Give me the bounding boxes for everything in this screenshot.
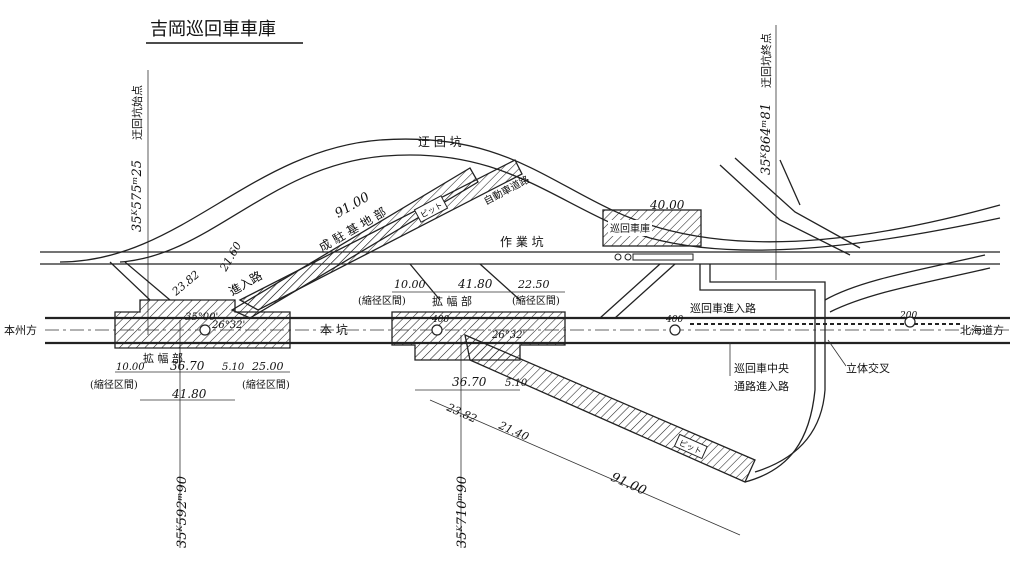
dimline-diag-bottom xyxy=(429,399,741,536)
transition-left-1: (縮径区間) xyxy=(90,378,138,391)
widening-left-label: 拡 幅 部 xyxy=(143,351,183,365)
dim-91-bottom: 91.00 xyxy=(608,470,648,499)
link-right-a xyxy=(599,263,661,319)
garage-wheel-1 xyxy=(614,253,622,261)
chainage-400: 400 xyxy=(665,315,683,325)
chainage-400b: 400 xyxy=(431,315,449,325)
dim-21-top: 21.60 xyxy=(217,240,245,275)
bypass-tunnel-inner xyxy=(119,154,1001,263)
main-tunnel-label: 本 坑 xyxy=(320,322,348,337)
station-note-left: 迂回坑始点 xyxy=(130,85,144,140)
shaft-circle-left xyxy=(199,324,211,336)
station-label-left: 35ᴷ575ᵐ25 xyxy=(130,160,145,232)
patrol-garage-label-bg xyxy=(608,220,652,236)
grade-cross-link xyxy=(824,254,986,301)
chainage-200: 200 xyxy=(899,311,917,321)
dim-23-top: 23.82 xyxy=(169,268,202,299)
dim-5-left: 5.10 xyxy=(222,362,245,373)
dim-21-bottom: 21.40 xyxy=(496,418,531,443)
dim-36-center: 36.70 xyxy=(452,375,487,389)
connector-to-bypass-c xyxy=(779,159,801,206)
station-label-bottom-left: 35ᴷ592ᵐ90 xyxy=(175,476,190,548)
lower-approach-band xyxy=(464,333,756,483)
west-direction: 本州方 xyxy=(4,323,37,337)
grade-cross-label: 立体交叉 xyxy=(846,361,890,375)
central-approach-line2: 通路進入路 xyxy=(734,380,789,393)
garage-wheel-2 xyxy=(624,253,632,261)
dim-41-left: 41.80 xyxy=(171,387,207,401)
pit-box-bottom xyxy=(673,433,708,460)
patrol-entrance-label: 巡回車進入路 xyxy=(690,301,756,315)
link-left-a xyxy=(109,261,151,301)
shaft-circle-center xyxy=(431,324,443,336)
patrol-garage-label: 巡回車庫 xyxy=(610,222,650,235)
station-note-right: 迂回坑終点 xyxy=(759,33,773,88)
transition-center-2: (縮径区間) xyxy=(512,294,560,307)
dim-40: 40.00 xyxy=(649,198,685,212)
central-route-outer xyxy=(699,264,816,483)
dim-22-top: 22.50 xyxy=(517,278,550,291)
work-tunnel-label: 作 業 坑 xyxy=(500,234,544,249)
station-label-bottom-center: 35ᴷ710ᵐ90 xyxy=(455,476,470,548)
transition-center-1: (縮径区間) xyxy=(358,294,406,307)
link-right-b xyxy=(614,263,676,319)
dim-10-left: 10.00 xyxy=(116,362,145,373)
link-center-b xyxy=(479,263,521,301)
dim-36-left: 36.70 xyxy=(170,359,205,373)
central-route-inner xyxy=(709,264,826,473)
pit-box-top xyxy=(413,195,449,223)
dim-10-top: 10.00 xyxy=(394,278,426,291)
link-center-a xyxy=(409,263,441,301)
dim-5-center: 5.10 xyxy=(505,378,528,389)
central-approach-line1: 巡回車中央 xyxy=(734,361,789,375)
grade-cross-link-2 xyxy=(829,267,991,313)
widening-center-label: 拡 幅 部 xyxy=(432,294,472,308)
dim-25-left: 25.00 xyxy=(251,360,284,373)
dim-41-top: 41.80 xyxy=(457,277,493,291)
diagram-title: 吉岡巡回車車庫 xyxy=(150,19,276,40)
angle-left: 35°00' xyxy=(185,312,218,323)
transition-left-2: (縮径区間) xyxy=(242,378,290,391)
bypass-tunnel-label: 迂 回 坑 xyxy=(418,134,462,149)
grade-cross-leader xyxy=(827,339,847,367)
angle-left-2: 26°32' xyxy=(211,320,245,331)
east-direction: 北海道方 xyxy=(960,323,1004,337)
station-label-right: 35ᴷ864ᵐ81 xyxy=(759,103,774,175)
chainage-circle-1 xyxy=(669,324,681,336)
connector-to-bypass-a xyxy=(719,164,851,256)
link-left-b xyxy=(124,261,171,301)
angle-center: 26°32' xyxy=(491,330,525,341)
garage-track xyxy=(632,253,694,261)
chainage-circle-2 xyxy=(904,316,916,328)
connector-to-bypass-b xyxy=(734,157,861,249)
